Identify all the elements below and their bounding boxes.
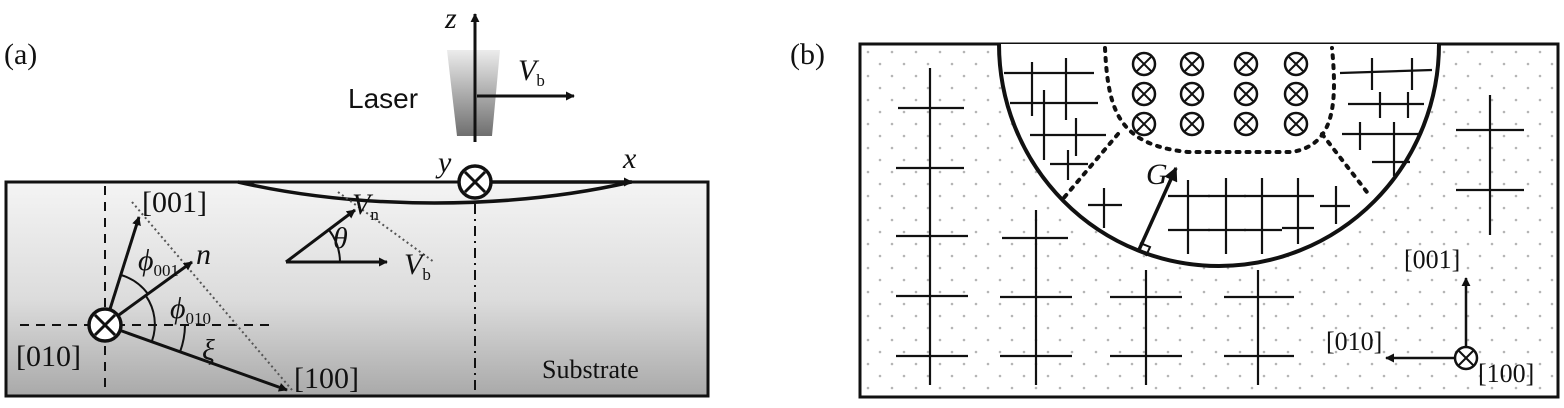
vb-mid-label: Vb [404, 248, 431, 284]
melt-pool-boundary-b [997, 43, 1441, 268]
z-axis-label: z [444, 2, 457, 35]
equiaxed-grain-cross-line [1238, 86, 1254, 102]
zone-boundary-right [1320, 132, 1372, 198]
equiaxed-grain-icon [1233, 51, 1259, 77]
columnar-dendrites [1004, 58, 1433, 254]
xi-label: ξ [202, 334, 215, 367]
dir-010-label: [010] [16, 340, 81, 373]
panel-a: (a) x z Laser Vb y θ Vn Vb [4, 2, 710, 398]
equiaxed-grain-cross-line [1288, 86, 1304, 102]
equiaxed-grain-icon [1233, 111, 1259, 137]
phi001-label: ϕ001 [138, 244, 179, 280]
dir-100-cross-line-2 [1458, 350, 1474, 366]
x-axis-label: x [622, 142, 637, 175]
equiaxed-grain-cross-line [1184, 116, 1200, 132]
equiaxed-grain-cross-line [1184, 56, 1200, 72]
phi001-arc [120, 274, 149, 295]
equiaxed-grain-cross-line [1136, 56, 1152, 72]
normal-n-label: n [196, 238, 211, 271]
equiaxed-grain-cross-line [1288, 56, 1304, 72]
phi010-label: ϕ010 [170, 292, 211, 328]
right-angle-marker [1139, 242, 1152, 257]
theta-angle-arc [328, 229, 341, 263]
substrate-label: Substrate [542, 355, 639, 384]
equiaxed-grain-cross-line [1288, 116, 1304, 132]
y-axis-cross-line-2 [463, 170, 487, 194]
columnar-dendrite-arm [1339, 68, 1433, 75]
equiaxed-grains [1131, 51, 1309, 137]
equiaxed-grain-icon [1283, 111, 1309, 137]
dir-100-label: [100] [294, 362, 359, 395]
equiaxed-grain-cross-line [1136, 116, 1152, 132]
equiaxed-grain-icon [1179, 51, 1205, 77]
equiaxed-grain-icon [1131, 111, 1157, 137]
equiaxed-grain-cross-line [1238, 56, 1254, 72]
melt-pool-fill [999, 44, 1439, 266]
thermal-gradient-arrow [1136, 166, 1178, 253]
dir-100-label-b: [100] [1478, 359, 1534, 388]
equiaxed-grain-icon [1131, 51, 1157, 77]
equiaxed-grain-icon [1283, 51, 1309, 77]
equiaxed-grain-cross-line [1238, 116, 1254, 132]
dir-001-label-b: [001] [1404, 245, 1460, 274]
panel-b-tag: (b) [790, 38, 825, 71]
equiaxed-grain-icon [1179, 81, 1205, 107]
substrate-dendrites [896, 68, 1524, 385]
theta-label: θ [333, 222, 348, 255]
equiaxed-grain-cross-line [1184, 86, 1200, 102]
equiaxed-grain-icon [1233, 81, 1259, 107]
panel-a-tag: (a) [4, 38, 37, 71]
substrate-block [4, 180, 710, 398]
dir-001-arrow [103, 216, 141, 326]
vn-label: Vn [352, 188, 379, 224]
equiaxed-grain-cross-line [1136, 86, 1152, 102]
normal-velocity-arrow [285, 208, 356, 264]
equiaxed-grain-icon [1179, 111, 1205, 137]
dir-001-label: [001] [142, 186, 207, 219]
y-axis-label: y [435, 146, 452, 179]
dir-010-cross-line-2 [93, 313, 117, 337]
dir-010-label-b: [010] [1326, 327, 1382, 356]
laser-label: Laser [348, 83, 418, 114]
dir-100-arrow [104, 323, 288, 392]
tangent-dotted-line-crystal [131, 201, 293, 391]
gradient-label: G [1146, 158, 1168, 191]
equiaxed-grain-icon [1131, 81, 1157, 107]
panel-b: (b) [790, 38, 1560, 399]
equiaxed-zone-boundary [1103, 46, 1336, 154]
vb-top-label: Vb [518, 54, 545, 90]
phi010-arc [145, 295, 156, 342]
xi-arc [179, 324, 186, 353]
zone-boundary-left [1060, 132, 1120, 202]
melt-pool-boundary [237, 180, 632, 205]
equiaxed-grain-icon [1283, 81, 1309, 107]
